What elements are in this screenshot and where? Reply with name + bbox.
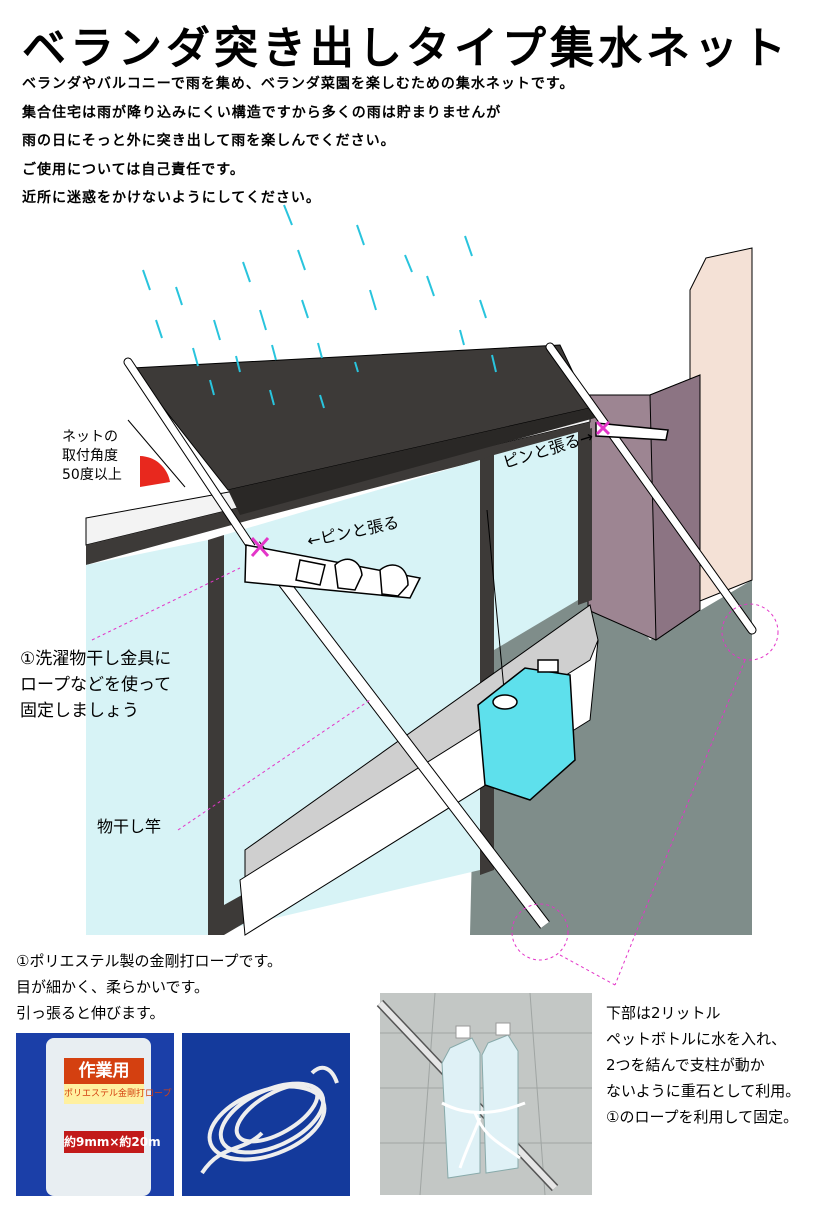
guide-lines xyxy=(91,567,779,986)
bottles-scene xyxy=(376,992,592,1196)
angle-label: ネットの 取付角度 50度以上 xyxy=(62,429,122,483)
rope-package-photo: 作業用 ポリエステル金剛打ロープ 約9mm×約20m xyxy=(16,1033,174,1196)
frame-post-right xyxy=(578,428,592,605)
drying-pole xyxy=(250,541,550,929)
hanger-right xyxy=(595,422,669,441)
bottles-weight-photo xyxy=(376,992,592,1196)
rain-lines xyxy=(142,204,497,409)
rope-info: ①ポリエステル製の金剛打ロープです。 目が細かく、柔らかいです。 引っ張ると伸び… xyxy=(16,952,283,1022)
pole-left xyxy=(123,357,257,553)
tank-rope xyxy=(486,509,506,701)
partition-wall-side xyxy=(649,374,701,641)
tie-left xyxy=(250,537,270,557)
bottom-note: 下部は2リットル ペットボトルに水を入れ、 2つを結んで支柱が動か ないように重… xyxy=(606,1004,801,1126)
rope-coil xyxy=(200,1065,339,1175)
drying-pole-label: 物干し竿 xyxy=(97,817,162,836)
intro-line: 雨の日にそっと外に突き出して雨を楽しんでください。 xyxy=(22,133,396,149)
frame-post-center xyxy=(480,455,494,875)
intro-line: ご使用については自己責任です。 xyxy=(22,161,245,178)
glass-panel-left xyxy=(86,540,208,935)
package-subtitle: ポリエステル金剛打ロープ xyxy=(64,1084,171,1104)
intro-line: 近所に迷惑をかけないようにしてください。 xyxy=(22,190,321,206)
water-tank xyxy=(477,659,576,801)
package-title: 作業用 xyxy=(64,1058,144,1084)
coiled-rope-photo xyxy=(182,1033,350,1196)
hanger-note: ①洗濯物干し金具に ロープなどを使って 固定しましょう xyxy=(20,649,172,721)
tie-right xyxy=(595,420,611,436)
frame-post-left xyxy=(208,535,224,935)
page-title: ベランダ突き出しタイプ集水ネット xyxy=(22,23,790,74)
intro-text: ベランダやバルコニーで雨を集め、ベランダ菜園を楽しむための集水ネットです。 集合… xyxy=(22,70,574,213)
package-size: 約9mm×約20m xyxy=(64,1131,161,1153)
angle-indicator xyxy=(140,456,170,487)
angle-line xyxy=(127,419,186,488)
intro-line: ベランダやバルコニーで雨を集め、ベランダ菜園を楽しむための集水ネットです。 xyxy=(22,76,575,92)
pole-right xyxy=(545,342,757,635)
railing-edge xyxy=(86,422,590,565)
intro-line: 集合住宅は雨が降り込みにくい構造ですから多くの雨は貯まりませんが xyxy=(22,104,502,121)
hanger-left xyxy=(244,544,422,599)
glass-panel-right xyxy=(494,432,578,650)
net-lower-fold xyxy=(228,408,595,515)
